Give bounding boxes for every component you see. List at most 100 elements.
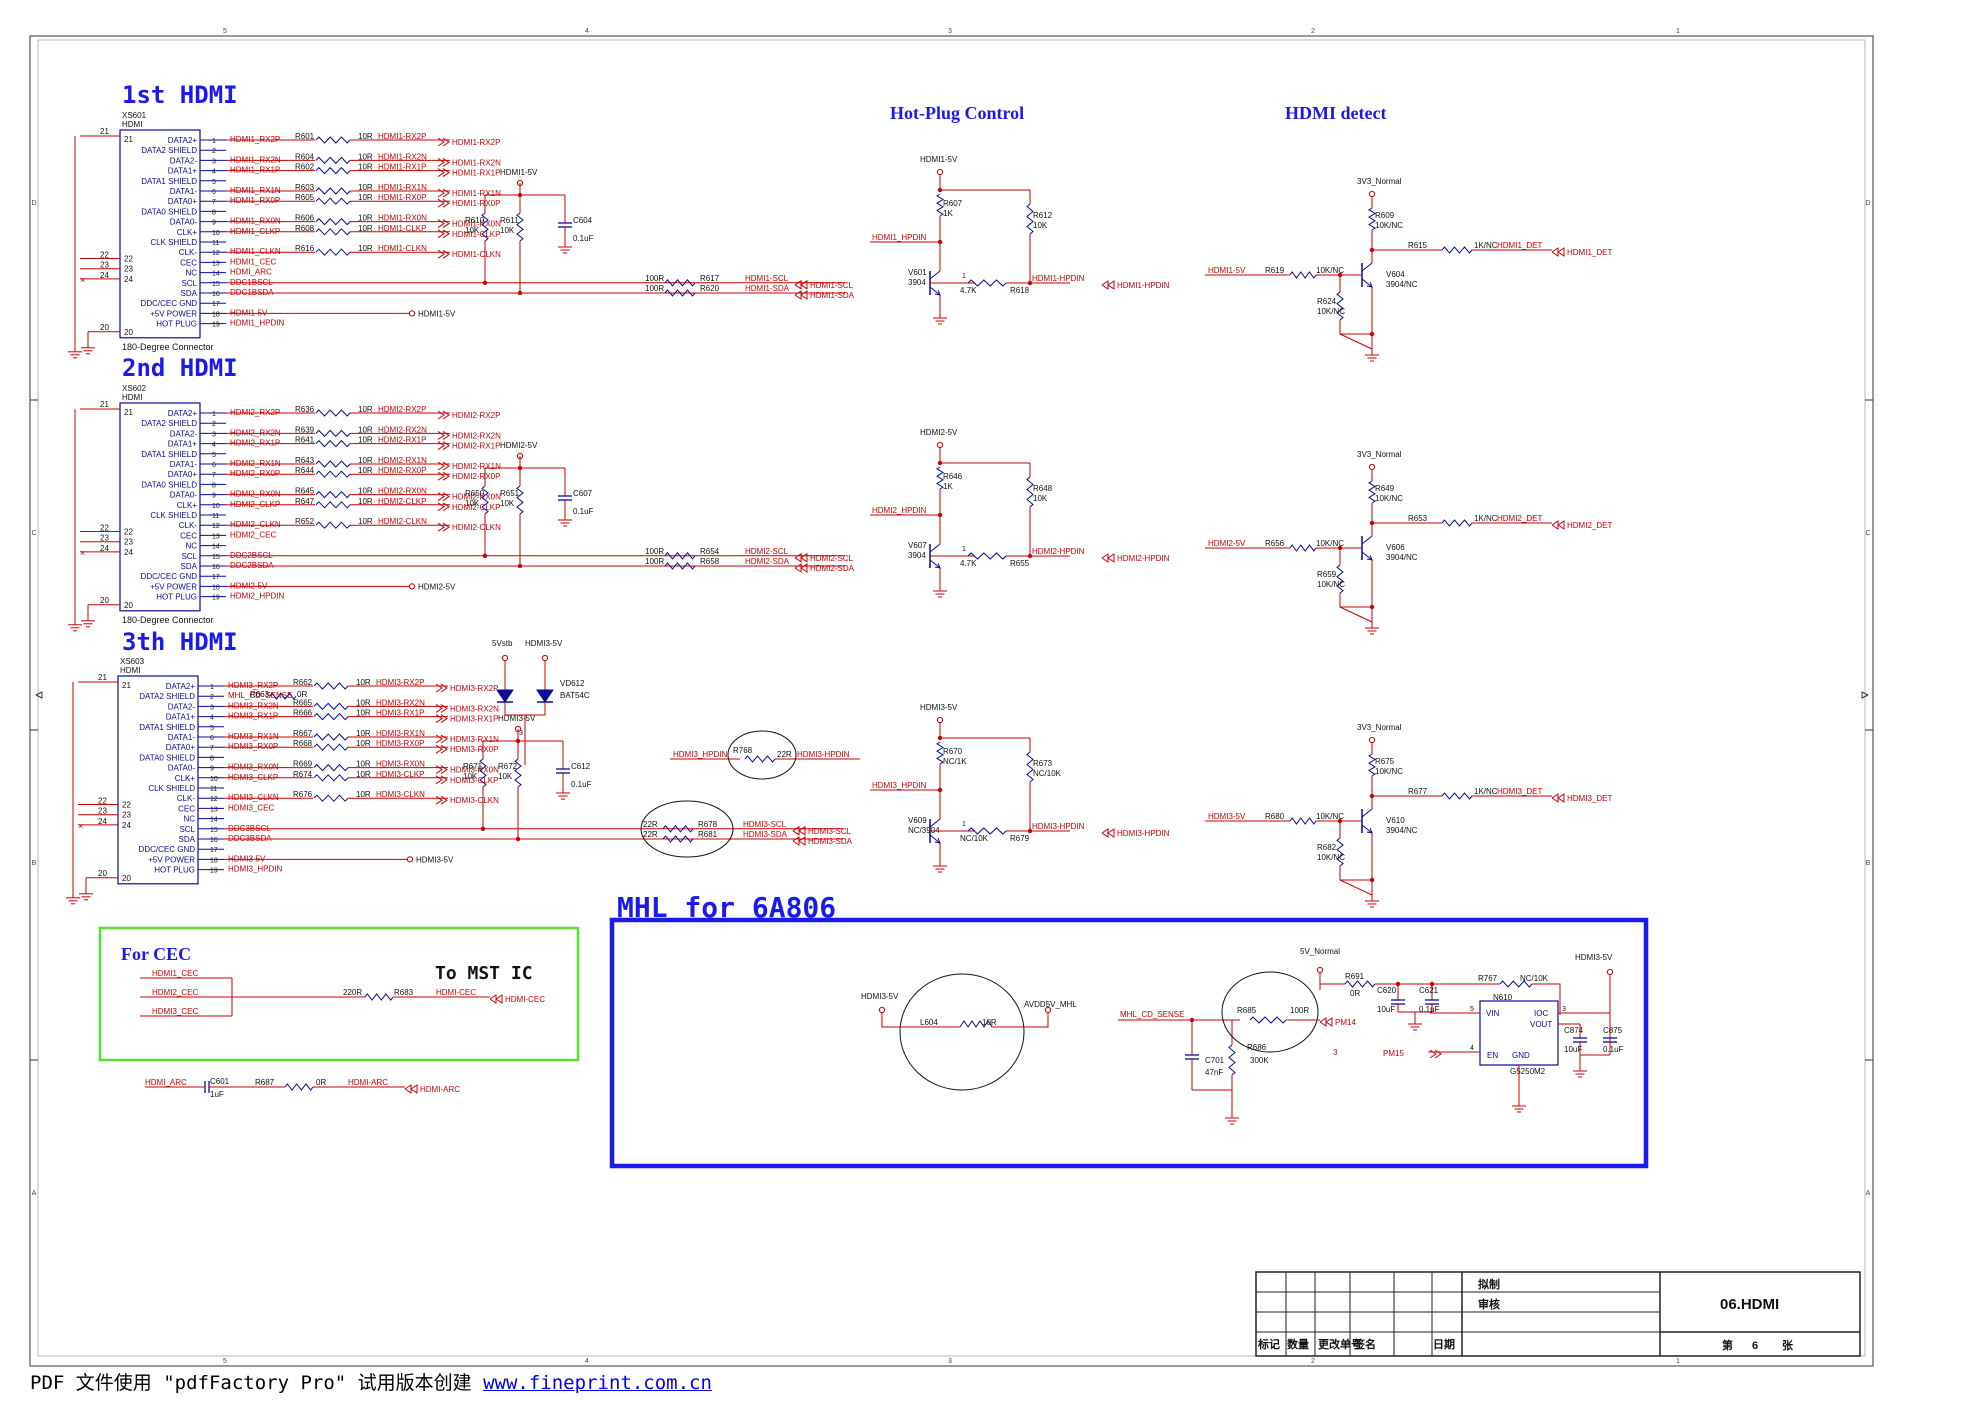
pin-number: 2: [212, 148, 216, 155]
border-number: 4: [585, 1358, 589, 1365]
port-label: HDMI2-HPDIN: [1117, 554, 1170, 563]
port-label: HDMI2-RX0P: [452, 472, 500, 481]
cap-ref: C701: [1205, 1056, 1225, 1065]
resistor-ref: R644: [295, 466, 315, 475]
title-to-mst-ic: To MST IC: [435, 963, 533, 984]
port-arrow-icon: [440, 714, 448, 724]
inductor-ref: L604: [920, 1018, 938, 1027]
resistor-ref: R636: [295, 405, 315, 414]
footer-link[interactable]: www.fineprint.com.cn: [483, 1372, 712, 1394]
junction-dot: [937, 735, 943, 741]
ic-ref: N610: [1493, 993, 1513, 1002]
port-arrow-icon: [440, 703, 448, 713]
port-label: HDMI2-SDA: [810, 564, 855, 573]
pin-number: 20: [100, 323, 109, 332]
wire: [1532, 983, 1561, 1015]
port-label: HDMI1-RX2N: [452, 158, 501, 167]
resistor-ref: R680: [1265, 812, 1285, 821]
port-label: HDMI1-SCL: [810, 281, 854, 290]
pin-number: 3: [1333, 1048, 1338, 1057]
pin-number: 9: [210, 766, 214, 773]
pin-name: SDA: [181, 289, 198, 298]
resistor-symbol: [967, 279, 1007, 287]
pin-name: NC: [183, 815, 195, 824]
pin-name: CLK SHIELD: [150, 511, 197, 520]
pin-name: +5V POWER: [148, 855, 195, 864]
resistor-symbol: [315, 439, 351, 448]
resistor-value: 22R: [643, 820, 658, 829]
port-arrow-icon: [794, 563, 802, 573]
port-arrow-icon: [1107, 828, 1115, 838]
resistor-value: 10K/NC: [1375, 494, 1403, 503]
cap-value: 0.1uF: [573, 507, 594, 516]
connector-type: HDMI: [122, 120, 142, 129]
resistor-symbol: [315, 429, 351, 438]
border-arrow-icon: [1861, 691, 1869, 699]
pin-number: 2: [210, 694, 214, 701]
resistor-value: 10K: [500, 226, 515, 235]
resistor-value: 10K: [465, 226, 480, 235]
transistor-emitter: [1361, 824, 1373, 834]
junction-dot: [1337, 272, 1343, 278]
pin-number: 3: [212, 158, 216, 165]
resistor-symbol: [1249, 1016, 1287, 1024]
supply-label: HDMI1-5V: [920, 155, 958, 164]
pin-name: CLK SHIELD: [150, 238, 197, 247]
resistor-symbol: [516, 485, 524, 515]
resistor-value: 1K: [943, 482, 953, 491]
sheet-label: 张: [1782, 1338, 1794, 1352]
port-label: HDMI3-SDA: [808, 837, 853, 846]
pin-number: 12: [212, 523, 220, 530]
port-arrow-icon: [435, 703, 443, 713]
pin-number: 21: [100, 127, 109, 136]
pin-number: 15: [210, 827, 218, 834]
pin-name: SDA: [179, 835, 196, 844]
resistor-ref: R609: [1375, 211, 1395, 220]
border-letter: D: [1865, 200, 1870, 207]
port-arrow-icon: [440, 683, 448, 693]
pin-number: 3: [1562, 1006, 1566, 1013]
pin-name: CLK SHIELD: [148, 784, 195, 793]
port-arrow-icon: [1557, 520, 1565, 530]
terminal-circle: [878, 1006, 886, 1014]
junction-dot: [517, 563, 523, 569]
terminal-circle: [408, 310, 416, 317]
transistor-collector: [929, 270, 941, 280]
net-label: HDMI3_DET: [1497, 787, 1542, 796]
port-arrow-icon: [435, 734, 443, 744]
net-label: HDMI_ARC: [145, 1078, 187, 1087]
terminal-circle: [1368, 463, 1376, 471]
pin-name: DATA2-: [168, 702, 196, 711]
terminal-circle: [1368, 190, 1376, 198]
resistor-ref: R687: [255, 1078, 275, 1087]
border-letter: B: [32, 860, 37, 867]
resistor-ref: R604: [295, 152, 315, 161]
resistor-symbol: [479, 758, 487, 788]
pin-number: 22: [98, 797, 107, 806]
port-arrow-icon: [442, 219, 450, 229]
resistor-ref: R671: [463, 762, 483, 771]
pin-name: CEC: [180, 258, 197, 267]
pin-number: 22: [122, 801, 131, 810]
pin-number: 23: [98, 807, 107, 816]
pin-number: 22: [124, 528, 133, 537]
resistor-ref: R608: [295, 224, 315, 233]
diode-ref: VD612: [560, 679, 585, 688]
supply-label: HDMI3-5V: [920, 703, 958, 712]
resistor-ref: R679: [1010, 834, 1030, 843]
junction-dot: [937, 460, 943, 466]
resistor-value: 10R: [356, 739, 371, 748]
pin-number: 15: [212, 554, 220, 561]
net-label: HDMI1-CLKN: [378, 244, 427, 253]
pin-number: 10: [212, 503, 220, 510]
net-label: HDMI2_DET: [1497, 514, 1542, 523]
resistor-ref: R658: [700, 557, 720, 566]
resistor-value: 10R: [358, 487, 373, 496]
net-label: HDMI2-RX0N: [378, 487, 427, 496]
supply-label: AVDD5V_MHL: [1024, 1000, 1077, 1009]
resistor-ref: R673: [1033, 759, 1053, 768]
port-arrow-icon: [794, 552, 802, 563]
port-label: HDMI3_DET: [1567, 794, 1612, 803]
pin-name: DATA2-: [170, 156, 198, 165]
pin-number: 11: [210, 786, 217, 793]
